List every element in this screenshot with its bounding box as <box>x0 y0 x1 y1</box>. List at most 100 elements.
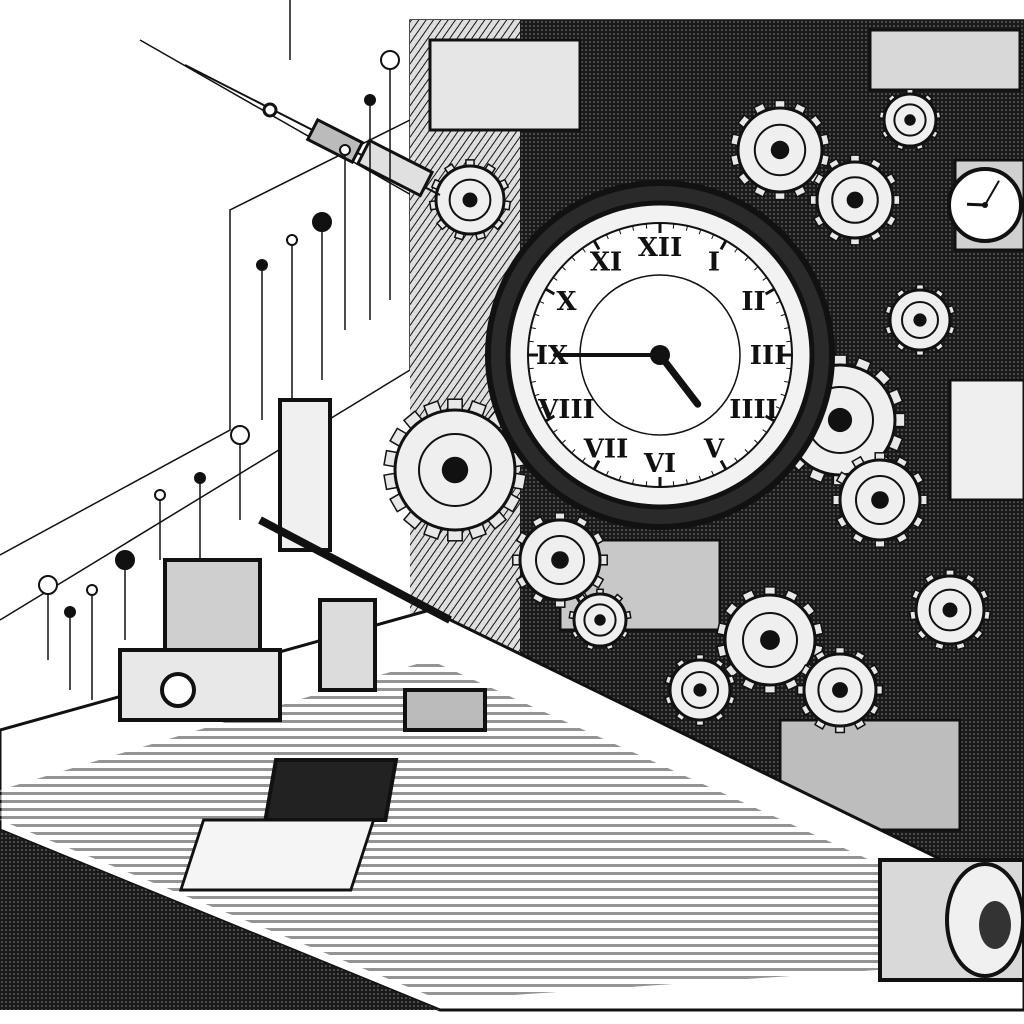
clock-tick <box>786 340 792 343</box>
clock-tick <box>528 340 534 343</box>
gear <box>908 569 992 651</box>
pin-sensor <box>312 212 332 380</box>
clock-tick <box>764 414 776 423</box>
clock-tick <box>528 367 534 370</box>
clock-ticks <box>528 223 792 487</box>
clock-tick <box>561 439 566 444</box>
clock-tick <box>544 414 556 423</box>
pin-sensor <box>339 144 351 330</box>
gear <box>664 653 736 727</box>
clock-tick <box>632 225 635 231</box>
clock-tick <box>605 470 609 476</box>
clock-tick <box>719 239 728 251</box>
clock-numeral: V <box>703 435 725 465</box>
clock-tick <box>632 479 635 485</box>
clock-tick <box>764 287 776 296</box>
clock-tick <box>672 481 675 487</box>
clock-numeral: I <box>708 247 720 277</box>
clock-tick <box>784 380 790 383</box>
pin-sensor <box>154 489 166 560</box>
gear <box>716 586 824 694</box>
pin-sensor <box>286 234 298 400</box>
clock-numeral: VII <box>583 435 629 465</box>
clock-tick <box>719 459 728 471</box>
cylinder-motor <box>878 858 1024 982</box>
clock-tick <box>534 393 540 397</box>
block-module <box>163 558 262 657</box>
clock-tick <box>685 225 688 231</box>
antenna-probe <box>184 64 441 198</box>
clock-tick <box>605 234 609 240</box>
clock-tick <box>544 287 556 296</box>
clock-tick <box>786 367 792 370</box>
clock-tick <box>754 439 759 444</box>
pin-sensor <box>64 606 76 690</box>
clock-tick <box>645 481 648 487</box>
gear <box>878 88 942 151</box>
gear <box>796 646 884 734</box>
clock-tick <box>784 327 790 330</box>
clock-tick <box>530 327 536 330</box>
gear <box>884 283 956 357</box>
gear <box>568 588 632 651</box>
clock-tick <box>618 229 622 235</box>
pin-sensor <box>115 550 135 640</box>
clock-tick <box>734 247 738 253</box>
clock-tick <box>754 266 759 271</box>
clock-tick <box>711 234 715 240</box>
clock-numeral: III <box>750 341 787 371</box>
clock-tick <box>775 406 781 410</box>
pin-sensor <box>38 575 58 660</box>
clock-numeral: XII <box>638 233 683 263</box>
gear <box>512 512 608 608</box>
clock-tick <box>592 239 601 251</box>
clock-center-cap <box>650 345 670 365</box>
clock-tick <box>775 300 781 304</box>
clock-tick <box>744 449 749 454</box>
clock-tick <box>530 380 536 383</box>
clock-tick <box>685 479 688 485</box>
clock-numeral: IIII <box>729 395 778 425</box>
clock-tick <box>592 459 601 471</box>
gear <box>809 154 901 246</box>
pin-sensor <box>256 259 268 420</box>
gauge-minute-hand <box>984 180 1000 206</box>
gear <box>832 452 928 548</box>
clock-tick <box>762 277 768 281</box>
pin-sensor <box>380 50 400 300</box>
clock-tick <box>539 406 545 410</box>
pin-sensor <box>230 425 250 520</box>
clock-tick <box>571 256 576 261</box>
small-gauge <box>947 158 1024 252</box>
clock-numeral: VIII <box>537 395 595 425</box>
clock-tick <box>582 457 586 463</box>
clock-tick <box>618 475 622 481</box>
pin-sensors <box>38 50 400 700</box>
clock-numeral: XI <box>590 247 622 277</box>
clock-tick <box>539 300 545 304</box>
clock-numeral: VI <box>643 449 676 479</box>
pin-sensor <box>86 584 98 700</box>
clock-hour-hand <box>656 351 702 408</box>
clock-tick <box>698 229 702 235</box>
clock-tick <box>552 277 558 281</box>
clock-tick <box>711 470 715 476</box>
desk-screen <box>263 758 399 822</box>
clock-tick <box>552 429 558 433</box>
clock-tick <box>734 457 738 463</box>
clock-numeral: II <box>741 287 765 317</box>
gear <box>428 159 512 241</box>
gear <box>729 99 831 201</box>
clock-tick <box>780 393 786 397</box>
clock-tick <box>762 429 768 433</box>
clock-tick <box>561 266 566 271</box>
clock-tick <box>780 313 786 317</box>
clock-tick <box>534 313 540 317</box>
clock-numeral: X <box>556 287 577 317</box>
pin-sensor <box>364 94 376 320</box>
clock-tick <box>582 247 586 253</box>
clock-tick <box>744 256 749 261</box>
